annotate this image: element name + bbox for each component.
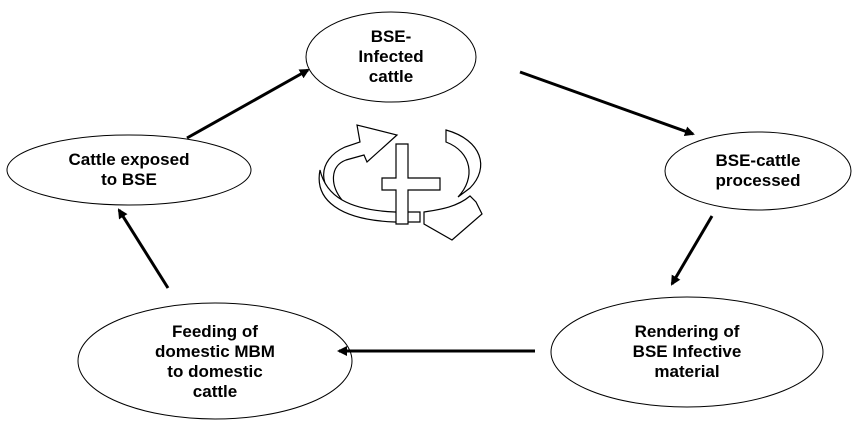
node-feeding-shape [77,302,353,420]
node-bse-processed-label: BSE-cattle processed [715,151,801,190]
node-feeding-label: Feeding of domestic MBM to domestic catt… [155,322,275,401]
node-bse-infected-label: BSE- Infected cattle [358,27,424,86]
cycle-with-plus-icon [318,124,483,241]
node-rendering-shape [550,296,824,408]
node-bse-processed-shape [664,131,852,211]
arrow-processed-to-rendering [670,215,714,286]
node-exposed-shape [6,134,252,206]
arrow-feeding-to-exposed [117,208,170,289]
node-bse-infected-shape [305,11,477,103]
arrow-exposed-to-infected [186,68,310,140]
arrow-infected-to-processed [519,70,695,137]
node-rendering-label: Rendering of BSE Infective material [632,322,742,381]
node-exposed-label: Cattle exposed to BSE [68,150,190,189]
